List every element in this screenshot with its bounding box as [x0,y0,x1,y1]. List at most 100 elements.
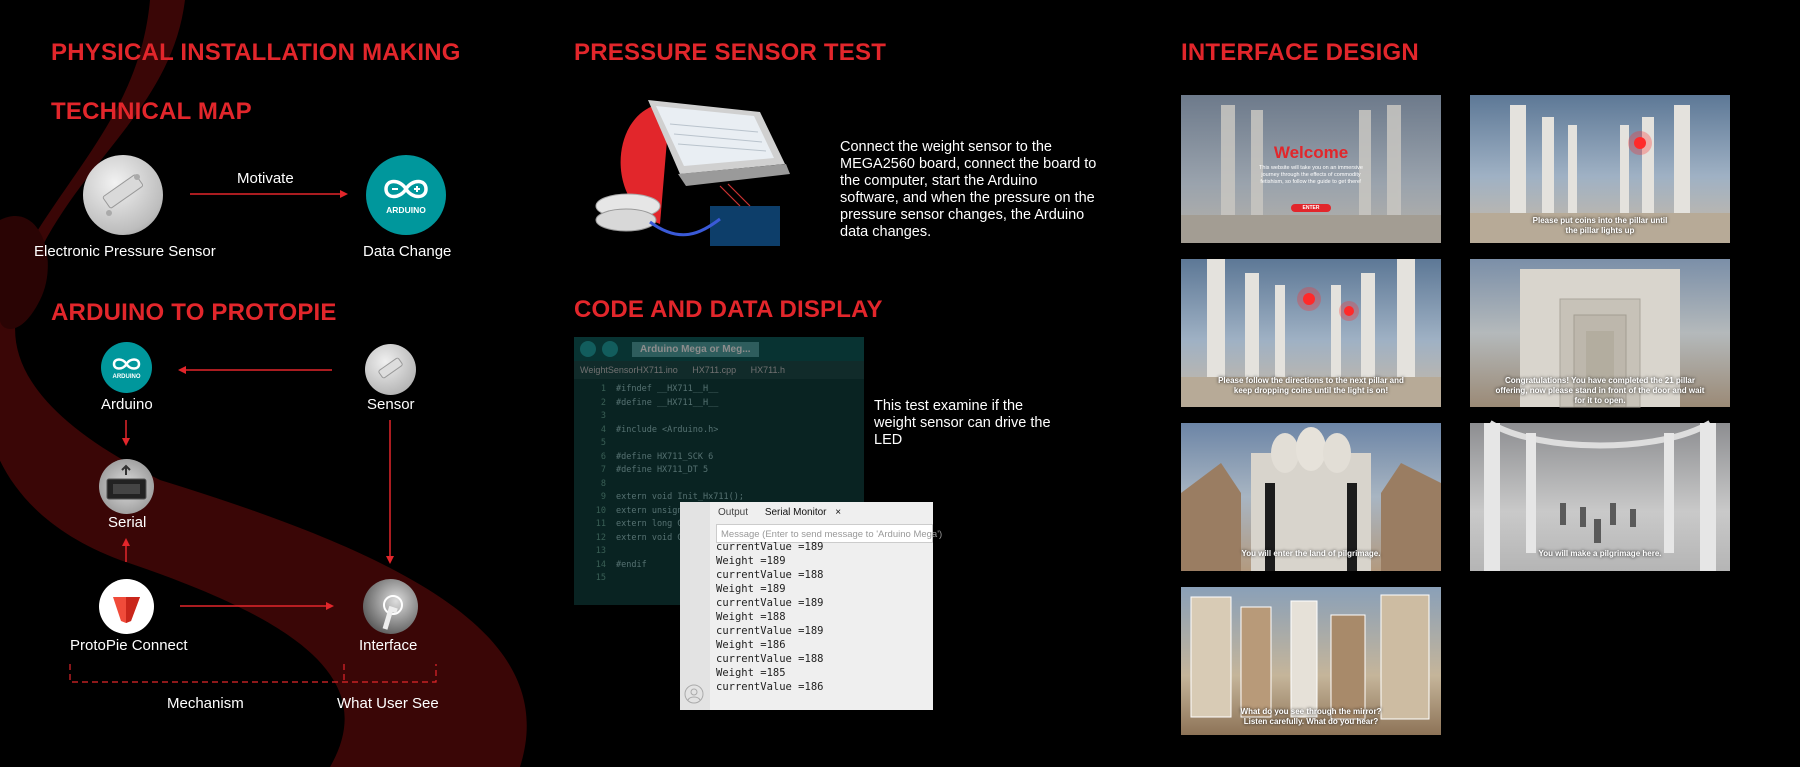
label-electronic-pressure-sensor: Electronic Pressure Sensor [34,243,216,260]
code-line: 12 extern void Get_Maopi(); [584,532,864,546]
line-text: extern void Get_Maopi(); [616,532,739,543]
serial-line: currentValue =189 [716,597,824,609]
caption-door: Congratulations! You have completed the … [1495,376,1705,405]
line-number: 1 [600,384,606,394]
pressure-test-description: Connect the weight sensor to the MEGA256… [840,139,1097,240]
interface-screen-pilgrimage: You will make a pilgrimage here. [1470,420,1730,571]
line-text: #define HX711_SCK 6 [616,451,714,462]
verify-icon[interactable] [580,341,596,357]
pressure-sensor-image [83,155,163,235]
code-line: 3 [584,410,864,424]
close-icon[interactable]: × [835,507,842,518]
serial-line: currentValue =189 [716,541,824,553]
interface-screen-welcome: Welcome This website will take you on an… [1181,95,1441,243]
label-mechanism: Mechanism [167,695,244,712]
file-tab[interactable]: HX711.h [750,365,785,375]
heading-physical: PHYSICAL INSTALLATION MAKING [51,39,461,66]
arduino-logo-text: ARDUINO [386,205,426,215]
code-line: 14 #endif [584,559,864,573]
heading-interface-design: INTERFACE DESIGN [1181,39,1419,66]
welcome-title: Welcome [1273,143,1349,162]
line-number: 10 [595,505,606,516]
serial-line: currentValue =186 [716,681,824,693]
flow-arrows [69,366,437,683]
arduino-logo: ARDUINO [366,155,446,235]
serial-line: Weight =188 [716,611,786,623]
line-number: 8 [600,478,606,489]
protopie-logo [99,579,154,634]
upload-icon[interactable] [602,341,618,357]
protopie-icon [113,597,140,623]
code-line: 8 [584,478,864,492]
label-sensor: Sensor [367,396,415,413]
flow-arduino-logo: ARDUINO [101,342,152,393]
statue-scene [1181,427,1441,571]
user-icon[interactable] [684,684,704,704]
hand-touch-icon [382,595,403,630]
code-line: 13 [584,545,864,559]
code-line: 2#define __HX711__H__ [584,397,864,411]
line-number: 11 [595,519,606,529]
infinity-icon [384,179,428,199]
line-number: 12 [595,532,606,543]
code-line: 4#include <Arduino.h> [584,424,864,438]
enter-button[interactable]: ENTER [1291,204,1331,212]
pillars-scene [1181,105,1441,243]
serial-monitor-panel: Output Serial Monitor × Message (Enter t… [680,502,942,710]
serial-message-input[interactable]: Message (Enter to send message to 'Ardui… [716,524,942,543]
infinity-icon [112,358,141,370]
interface-screen-door: Congratulations! You have completed the … [1470,259,1730,408]
interface-screen-mirror: What do you see through the mirror? List… [1181,587,1441,735]
door-scene [1520,269,1680,408]
board-select[interactable]: Arduino Mega or Meg... [632,341,759,357]
flow-arduino-logo-text: ARDUINO [112,374,141,380]
serial-line: currentValue =188 [716,653,824,665]
code-line: 7#define HX711_DT 5 [584,464,864,478]
serial-line: Weight =189 [716,583,786,595]
pressure-test-photo [595,100,790,246]
heading-code-and-data-display: CODE AND DATA DISPLAY [574,296,883,323]
line-number: 14 [595,559,606,570]
caption-pilgrimage: You will make a pilgrimage here. [1538,549,1662,558]
caption-coins: Please put coins into the pillar until t… [1532,216,1668,235]
file-tab[interactable]: HX711.cpp [692,365,737,375]
code-line: 1 #ifndef __HX711__H__ [584,383,864,397]
label-serial: Serial [108,514,147,531]
file-tab[interactable]: WeightSensorHX711.ino [580,365,678,375]
line-text: #endif [616,559,647,570]
caption-land: You will enter the land of pilgrimage. [1241,549,1381,558]
serial-line: Weight =185 [716,667,786,679]
line-text: #ifndef __HX711__H__ [616,384,719,394]
serial-line: Weight =189 [716,555,786,567]
line-text: extern void Init_Hx711(); [616,492,744,502]
line-number: 3 [600,411,606,421]
line-number: 6 [600,451,606,462]
arrow-motivate [190,190,348,198]
code-line: 9 extern void Init_Hx711(); [584,491,864,505]
interface-screen-coins: Please put coins into the pillar until t… [1470,95,1730,243]
serial-line: Weight =186 [716,639,786,651]
tab-output[interactable]: Output [718,507,749,518]
label-arduino: Arduino [101,396,153,413]
interface-screen-follow: Please follow the directions to the next… [1181,259,1441,407]
tab-serial-monitor[interactable]: Serial Monitor [764,507,827,518]
label-data-change: Data Change [363,243,452,260]
heading-arduino-to-protopie: ARDUINO TO PROTOPIE [51,299,337,326]
mirror-scene [1190,594,1430,720]
code-line: 5 [584,437,864,451]
line-number: 9 [600,492,606,502]
line-number: 4 [600,424,606,435]
label-what-user-see: What User See [337,695,439,712]
heading-pressure-sensor-test: PRESSURE SENSOR TEST [574,39,887,66]
interface-screen-land: You will enter the land of pilgrimage. [1181,423,1441,571]
code-display-description: This test examine if the weight sensor c… [874,398,1051,448]
heading-technical-map: TECHNICAL MAP [51,98,252,125]
pillars-scene [1181,259,1441,407]
line-number: 13 [595,546,606,556]
line-number: 15 [595,573,606,583]
line-number: 7 [600,465,606,475]
usb-icon [106,464,147,500]
